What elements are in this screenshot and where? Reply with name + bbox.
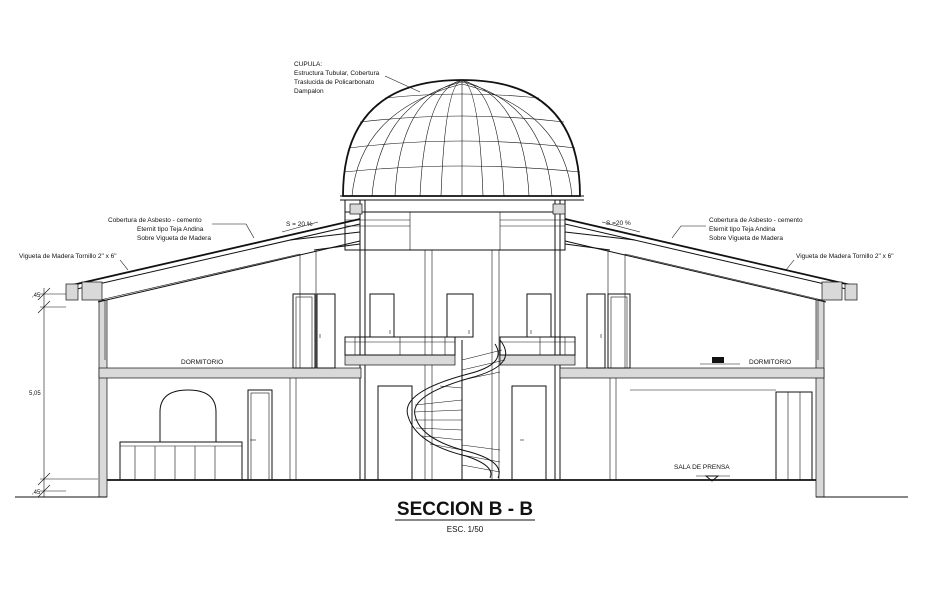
level-markers xyxy=(696,357,740,482)
joist-note-left: Vigueta de Madera Tornillo 2" x 6" xyxy=(19,253,129,271)
roof-right xyxy=(564,218,858,368)
dome-note-line-2: Estructura Tubular, Cobertura xyxy=(294,70,380,77)
slope-right-label: S =20 % xyxy=(606,220,631,227)
outer-walls xyxy=(98,299,825,498)
roof-note-right-line-1: Cobertura de Asbesto - cemento xyxy=(709,217,803,224)
upper-floor-slab xyxy=(98,354,825,379)
slope-left-label: S = 20 % xyxy=(286,221,313,228)
roof-note-left-line-2: Eternit tipo Teja Andina xyxy=(137,226,204,233)
drawing-title-block: SECCION B - B ESC. 1/50 xyxy=(395,499,535,534)
dome xyxy=(340,79,584,201)
dimension-middle-label: 5,05 xyxy=(29,391,41,397)
room-left-label: DORMITORIO xyxy=(181,359,223,366)
roof-note-right-line-3: Sobre Vigueta de Madera xyxy=(709,235,783,242)
dimension-bottom-label: ,45 xyxy=(32,490,41,496)
roof-left xyxy=(65,218,361,368)
roof-note-left-line-1: Cobertura de Asbesto - cemento xyxy=(108,217,202,224)
lower-floor xyxy=(119,378,813,481)
joist-note-left-label: Vigueta de Madera Tornillo 2" x 6" xyxy=(19,253,117,260)
room-right-label: DORMITORIO xyxy=(749,359,791,366)
dome-note: CUPULA: Estructura Tubular, Cobertura Tr… xyxy=(294,61,421,95)
spiral-stair xyxy=(406,339,507,480)
railings xyxy=(344,336,576,356)
roof-note-right: Cobertura de Asbesto - cemento Eternit t… xyxy=(671,217,803,242)
roof-note-left: Cobertura de Asbesto - cemento Eternit t… xyxy=(108,217,255,242)
slope-labels: S = 20 % S =20 % xyxy=(281,220,641,233)
dimension-top-label: ,45 xyxy=(32,293,41,299)
joist-note-right: Vigueta de Madera Tornillo 2" x 6" xyxy=(785,253,894,271)
dome-note-line-4: Dampalon xyxy=(294,88,324,95)
drawing-scale: ESC. 1/50 xyxy=(447,525,484,534)
dome-note-line-3: Traslucida de Policarbonato xyxy=(294,79,375,86)
joist-note-right-label: Vigueta de Madera Tornillo 2" x 6" xyxy=(796,253,894,260)
dome-note-line-1: CUPULA: xyxy=(294,61,322,68)
room-bottom-right-label: SALA DE PRENSA xyxy=(674,464,730,471)
upper-doors xyxy=(292,293,631,369)
ground-line xyxy=(15,479,908,498)
roof-note-right-line-2: Eternit tipo Teja Andina xyxy=(709,226,776,233)
room-labels: DORMITORIO DORMITORIO SALA DE PRENSA xyxy=(181,359,791,471)
vertical-dimension: ,45 5,05 ,45 xyxy=(29,287,98,498)
drawing-title: SECCION B - B xyxy=(397,499,533,520)
roof-note-left-line-3: Sobre Vigueta de Madera xyxy=(137,235,211,242)
